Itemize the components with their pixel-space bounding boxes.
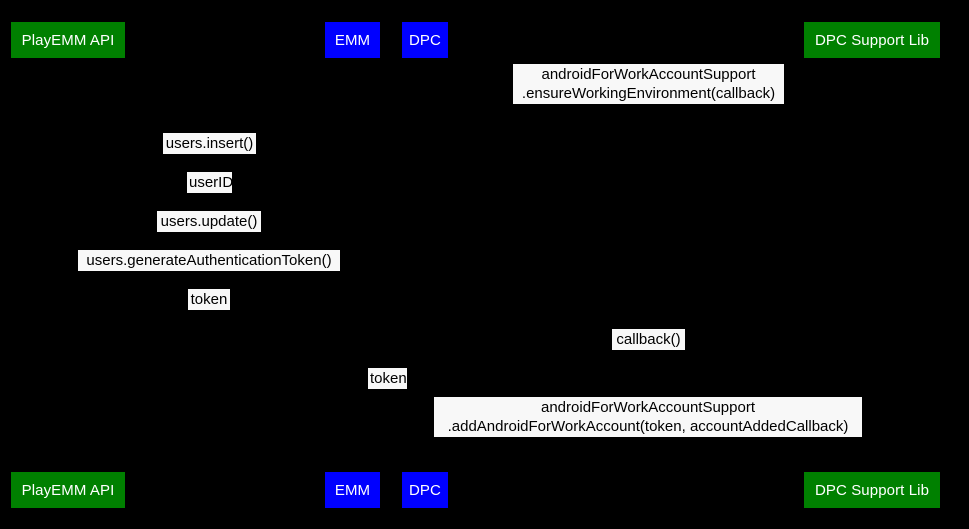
participant-label: PlayEMM API (21, 31, 115, 49)
message-users-insert: users.insert() (163, 133, 256, 154)
participant-label: EMM (334, 31, 371, 49)
message-text: token (190, 291, 228, 308)
message-ensure-working-environment: androidForWorkAccountSupport .ensureWork… (513, 64, 784, 104)
message-text: users.insert() (165, 135, 254, 152)
message-token-upper: token (188, 289, 230, 310)
participant-dpc-top[interactable]: DPC (402, 22, 448, 58)
participant-label: PlayEMM API (21, 481, 115, 499)
participant-label: DPC (409, 31, 441, 49)
message-generate-authentication-token: users.generateAuthenticationToken() (78, 250, 340, 271)
message-user-id: userID (187, 172, 234, 193)
message-text: users.update() (160, 213, 258, 230)
message-callback: callback() (612, 329, 685, 350)
participant-dpc-support-lib-top[interactable]: DPC Support Lib (804, 22, 940, 58)
message-users-update: users.update() (157, 211, 261, 232)
message-token-lower: token (368, 368, 407, 389)
message-text: token (370, 370, 407, 387)
participant-playemm-api-bottom[interactable]: PlayEMM API (11, 472, 125, 508)
participant-emm-bottom[interactable]: EMM (325, 472, 380, 508)
participant-label: DPC (409, 481, 441, 499)
message-text: callback() (616, 331, 681, 348)
participant-emm-top[interactable]: EMM (325, 22, 380, 58)
participant-dpc-bottom[interactable]: DPC (402, 472, 448, 508)
message-text: users.generateAuthenticationToken() (86, 252, 332, 269)
message-line-1: androidForWorkAccountSupport (541, 399, 755, 416)
message-text: userID (189, 174, 234, 191)
participant-label: DPC Support Lib (814, 31, 930, 49)
participant-label: EMM (334, 481, 371, 499)
participant-label: DPC Support Lib (814, 481, 930, 499)
message-line-1: androidForWorkAccountSupport (541, 66, 756, 83)
message-add-android-for-work-account: androidForWorkAccountSupport .addAndroid… (434, 397, 862, 437)
participant-dpc-support-lib-bottom[interactable]: DPC Support Lib (804, 472, 940, 508)
participant-playemm-api-top[interactable]: PlayEMM API (11, 22, 125, 58)
message-line-2: .ensureWorkingEnvironment(callback) (521, 85, 776, 102)
message-line-2: .addAndroidForWorkAccount(token, account… (447, 418, 849, 435)
